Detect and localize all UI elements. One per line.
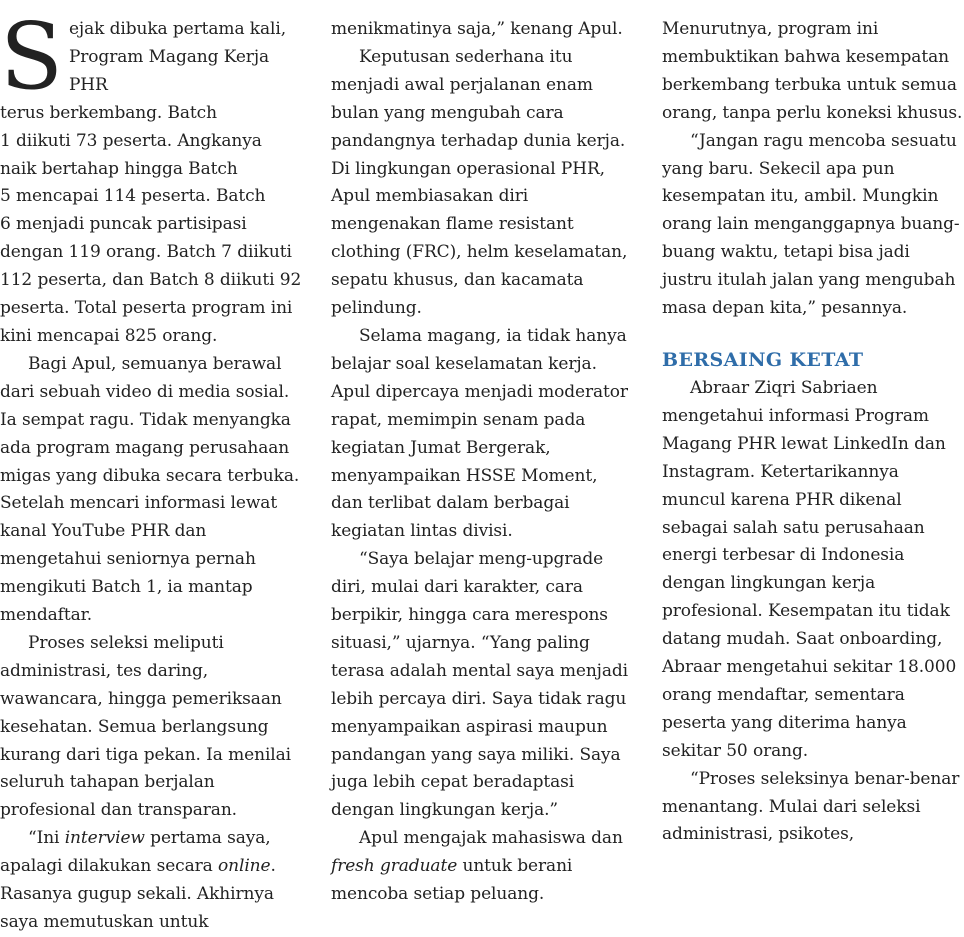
paragraph-intro: S ejak dibuka pertama kali, Program Maga… (0, 3, 302, 351)
italic-term: online (218, 856, 271, 877)
paragraph: Apul mengajak mahasiswa dan fresh gradua… (331, 825, 633, 909)
italic-term: interview (64, 828, 145, 849)
paragraph: menikmatinya saja,” kenang Apul. (331, 19, 623, 39)
paragraph: “Proses seleksinya benar-benar menantang… (662, 768, 960, 845)
drop-cap: S (0, 3, 63, 110)
text-segment: Apul mengajak mahasiswa dan (359, 828, 623, 849)
column-1: S ejak dibuka pertama kali, Program Maga… (0, 3, 302, 937)
paragraph: Bagi Apul, semuanya berawal dari sebuah … (0, 353, 300, 626)
paragraph: Keputusan sederhana itu menjadi awal per… (331, 46, 628, 319)
text-segment: untuk berani mencoba setiap peluang. (331, 856, 573, 905)
italic-term: fresh graduate (331, 856, 458, 877)
intro-text: ejak dibuka pertama kali, Program Magang… (0, 19, 302, 346)
text-segment: pertama saya, apalagi dilakukan secara (0, 828, 271, 877)
paragraph: Abraar Ziqri Sabriaen mengetahui informa… (662, 377, 957, 761)
paragraph: Proses seleksi meliputi administrasi, te… (0, 632, 291, 821)
column-2: menikmatinya saja,” kenang Apul. Keputus… (331, 16, 633, 909)
text-segment: “Ini (28, 828, 65, 849)
paragraph: Selama magang, ia tidak hanya belajar so… (331, 325, 628, 542)
section-heading: BERSAING KETAT (662, 348, 864, 371)
paragraph: “Jangan ragu mencoba sesuatu yang baru. … (662, 130, 960, 319)
paragraph-quote: “Ini interview pertama saya, apalagi dil… (0, 825, 302, 937)
paragraph: “Saya belajar meng-upgrade diri, mulai d… (331, 549, 628, 821)
paragraph: Menurutnya, program ini membuktikan bahw… (662, 19, 963, 123)
column-3: Menurutnya, program ini membuktikan bahw… (662, 16, 964, 849)
